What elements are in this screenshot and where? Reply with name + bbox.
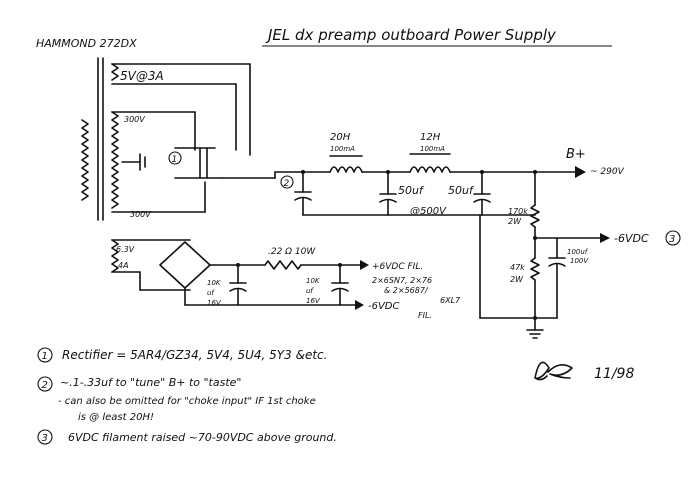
divider-bottom-watts: 2W <box>510 275 524 284</box>
filter-cap-2 <box>473 170 491 216</box>
filter-cap-1 <box>379 170 397 216</box>
fil-pos-arrow-icon <box>360 260 369 270</box>
filament-current-label: 4A <box>118 261 129 270</box>
bias-divider <box>479 170 601 339</box>
filament-cap-2-voltage: 16V <box>306 297 321 305</box>
ct-ground-icon <box>139 153 146 171</box>
bridge-rectifier <box>159 241 356 306</box>
tubes-line-3: 6XL7 <box>440 296 461 305</box>
filament-voltage-label: 6.3V <box>116 245 135 254</box>
choke-2 <box>409 153 576 173</box>
cap-note-marker: 2 <box>284 179 290 189</box>
note-2-circle <box>37 376 53 392</box>
choke-1-current: 100mA <box>330 145 355 153</box>
fil-neg-label: -6VDC <box>368 301 400 312</box>
divider-top-watts: 2W <box>508 217 522 226</box>
bias-cap-rating: 100V <box>570 257 589 265</box>
signature-mark <box>534 361 573 381</box>
bplus-label: B+ <box>566 147 586 162</box>
signature-date: 11/98 <box>594 366 634 382</box>
note-2-sub-1: - can also be omitted for "choke input" … <box>58 396 316 407</box>
winding-hv <box>111 111 206 213</box>
bplus-arrow-icon <box>575 166 586 178</box>
divider-top-label: 170k <box>508 207 528 216</box>
note-marker-1-circle <box>168 151 182 165</box>
transformer-model-label: HAMMOND 272DX <box>36 37 137 50</box>
filter-cap-2-rating: @500V <box>410 206 447 217</box>
bias-note-marker: 3 <box>669 234 675 245</box>
rectifier-note-marker: 1 <box>172 155 178 165</box>
fil-neg-arrow-icon <box>355 300 364 310</box>
transformer-primary <box>81 119 89 201</box>
note-1-circle <box>37 347 53 363</box>
choke-2-current: 100mA <box>420 145 445 153</box>
note-3-marker: 3 <box>42 433 48 444</box>
bias-output-label: -6VDC <box>614 232 649 245</box>
filament-cap-1-unit: uf <box>207 289 215 297</box>
signature-initials: LE <box>552 371 554 373</box>
note-3-text: 6VDC filament raised ~70-90VDC above gro… <box>68 431 337 444</box>
cap-tuning <box>294 171 312 216</box>
filament-cap-2-unit: uf <box>306 287 314 295</box>
note-1-marker: 1 <box>42 351 48 362</box>
note-marker-3-circle <box>665 230 681 246</box>
hv-bottom-label: 300V <box>130 210 151 219</box>
filament-cap-2-value: 10K <box>306 277 321 285</box>
choke-1-label: 20H <box>330 132 351 143</box>
rectifier-tube <box>174 147 276 179</box>
note-2-sub-2: is @ least 20H! <box>78 412 154 423</box>
note-2-marker: 2 <box>42 380 48 391</box>
tubes-line-1: 2×6SN7, 2×76 <box>372 276 432 285</box>
fil-pos-label: +6VDC FIL. <box>372 262 423 272</box>
filament-cap-1 <box>229 263 247 306</box>
bias-cap-label: 100uf <box>567 248 589 256</box>
filament-cap-2 <box>331 263 349 306</box>
tubes-line-2: & 2×5687/ <box>384 286 429 295</box>
note-2-text: ~.1-.33uf to "tune" B+ to "taste" <box>60 376 241 389</box>
fil-neg-suffix: FIL. <box>418 311 432 320</box>
divider-bottom-label: 47k <box>510 263 525 272</box>
filter-cap-2-label: 50uf <box>448 184 475 197</box>
schematic-title: JEL dx preamp outboard Power Supply <box>265 26 557 44</box>
bias-arrow-icon <box>600 233 610 243</box>
choke-1 <box>329 155 411 173</box>
winding-filament <box>111 239 191 291</box>
choke-2-label: 12H <box>420 132 441 143</box>
note-3-circle <box>37 429 53 445</box>
filter-cap-1-label: 50uf <box>398 184 425 197</box>
bplus-voltage: ~ 290V <box>590 167 625 177</box>
filament-resistor <box>264 260 361 270</box>
winding-5v <box>111 63 251 156</box>
filament-resistor-label: .22 Ω 10W <box>268 247 316 257</box>
filament-cap-1-value: 10K <box>207 279 222 287</box>
filament-cap-1-voltage: 16V <box>207 299 222 307</box>
hv-top-label: 300V <box>124 115 145 124</box>
note-marker-2-circle <box>280 175 294 189</box>
note-1-text: Rectifier = 5AR4/GZ34, 5V4, 5U4, 5Y3 &et… <box>62 348 327 362</box>
winding-5v-label: 5V@3A <box>120 69 164 83</box>
